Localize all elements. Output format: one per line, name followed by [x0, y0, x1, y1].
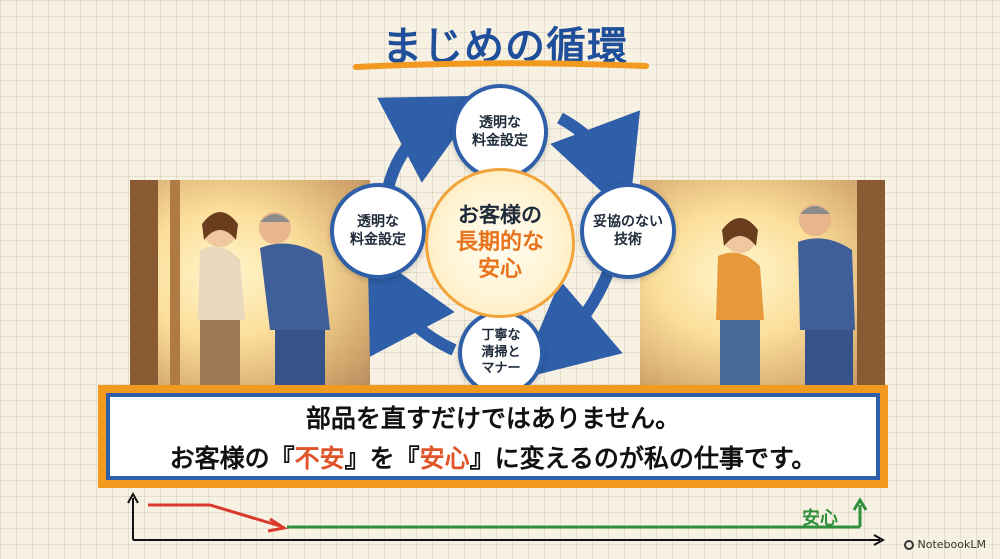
- cycle-node-top: 透明な料金設定: [452, 84, 548, 180]
- notebooklm-logo: NotebookLM: [903, 538, 986, 551]
- arrow-right-bottom: [518, 265, 623, 380]
- left-illustration: [130, 180, 370, 390]
- cycle-node-left: 透明な料金設定: [330, 183, 426, 279]
- title-underline: [353, 60, 649, 70]
- center-line1: お客様の: [458, 203, 542, 228]
- banner-line1: 部品を直すだけではありません。: [305, 403, 681, 433]
- arrow-left-top: [377, 95, 485, 190]
- graph-end-label: 安心: [802, 508, 838, 529]
- cycle-node-bottom: 丁寧な清掃とマナー: [458, 310, 544, 396]
- center-line2: 長期的な: [455, 229, 544, 255]
- red-decline-line: [148, 503, 281, 528]
- cycle-center: お客様の 長期的な 安心: [425, 168, 575, 318]
- arrow-top-right: [550, 110, 641, 217]
- arrow-bottom-left: [367, 249, 457, 357]
- bowing-people-left: [130, 180, 330, 390]
- banner-line2: お客様の『不安』を『安心』に変えるのが私の仕事です。: [169, 443, 817, 473]
- center-line3: 安心: [477, 257, 522, 283]
- cycle-node-right: 妥協のない技術: [580, 183, 676, 279]
- notebooklm-icon: [903, 539, 914, 550]
- highlight-fuan: 不安: [294, 443, 345, 473]
- bowing-people-right: [716, 180, 885, 390]
- message-banner: 部品を直すだけではありません。 お客様の『不安』を『安心』に変えるのが私の仕事で…: [98, 385, 888, 488]
- highlight-anshin: 安心: [419, 443, 470, 473]
- right-illustration: [640, 180, 885, 390]
